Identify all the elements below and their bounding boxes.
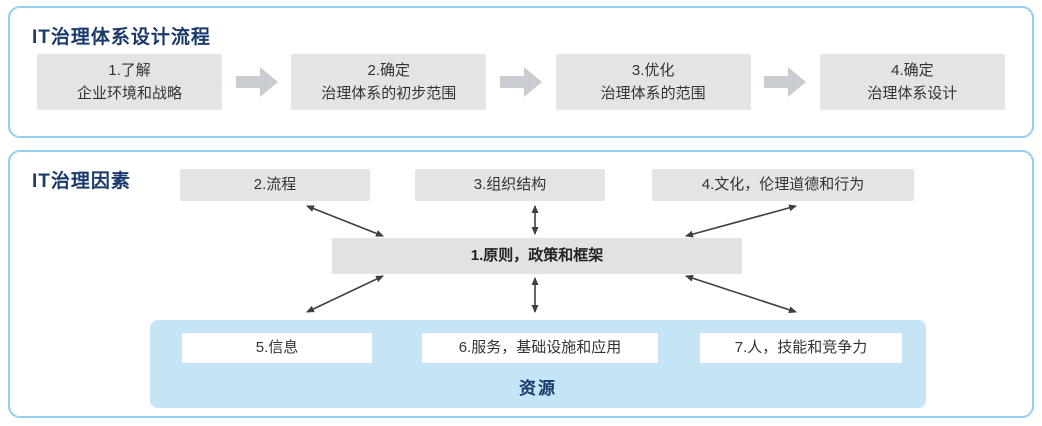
flow-arrow-icon — [497, 67, 545, 97]
process-panel: IT治理体系设计流程 1.了解 企业环境和战略 2.确定 治理体系的初步范围 3… — [8, 6, 1034, 138]
double-arrow-icon-center-to-information — [306, 275, 384, 313]
resource-box-services: 6.服务，基础设施和应用 — [422, 333, 658, 363]
process-step-3-line1: 3.优化 — [631, 61, 675, 79]
factor-box-structure: 3.组织结构 — [415, 169, 605, 201]
process-step-1-line2: 企业环境和战略 — [76, 85, 182, 102]
process-step-4: 4.确定 治理体系设计 — [819, 54, 1005, 110]
resources-container: 5.信息 6.服务，基础设施和应用 7.人，技能和竞争力 资源 — [150, 320, 926, 408]
process-flow: 1.了解 企业环境和战略 2.确定 治理体系的初步范围 3.优化 治理体系的范围… — [10, 54, 1032, 110]
factor-box-culture: 4.文化，伦理道德和行为 — [652, 169, 914, 201]
process-step-4-line2: 治理体系设计 — [867, 85, 958, 102]
process-step-4-line1: 4.确定 — [891, 61, 934, 79]
process-step-3-line2: 治理体系的范围 — [600, 85, 706, 102]
process-step-3: 3.优化 治理体系的范围 — [555, 54, 751, 110]
double-arrow-icon-center-to-culture — [685, 204, 797, 238]
resource-box-people: 7.人，技能和竞争力 — [700, 333, 902, 363]
process-step-1-line1: 1.了解 — [108, 61, 151, 79]
resource-box-information: 5.信息 — [182, 333, 372, 363]
process-step-1: 1.了解 企业环境和战略 — [37, 54, 222, 110]
factors-panel-title: IT治理因素 — [32, 171, 131, 192]
double-arrow-icon-center-to-process — [306, 205, 384, 237]
flow-arrow-icon — [761, 67, 809, 97]
double-arrow-icon-center-to-people — [685, 274, 797, 314]
factors-panel: IT治理因素 2.流程 3.组织结构 4.文化，伦理道德和行为 1.原则，政策和… — [8, 150, 1034, 418]
process-step-2-line2: 治理体系的初步范围 — [321, 85, 457, 102]
resources-label: 资源 — [519, 379, 557, 398]
process-step-2: 2.确定 治理体系的初步范围 — [291, 54, 487, 110]
process-step-2-line1: 2.确定 — [367, 61, 411, 79]
factor-box-principles: 1.原则，政策和框架 — [332, 238, 742, 274]
flow-arrow-icon — [233, 67, 281, 97]
factor-box-process: 2.流程 — [180, 169, 370, 201]
process-panel-title: IT治理体系设计流程 — [32, 27, 211, 48]
